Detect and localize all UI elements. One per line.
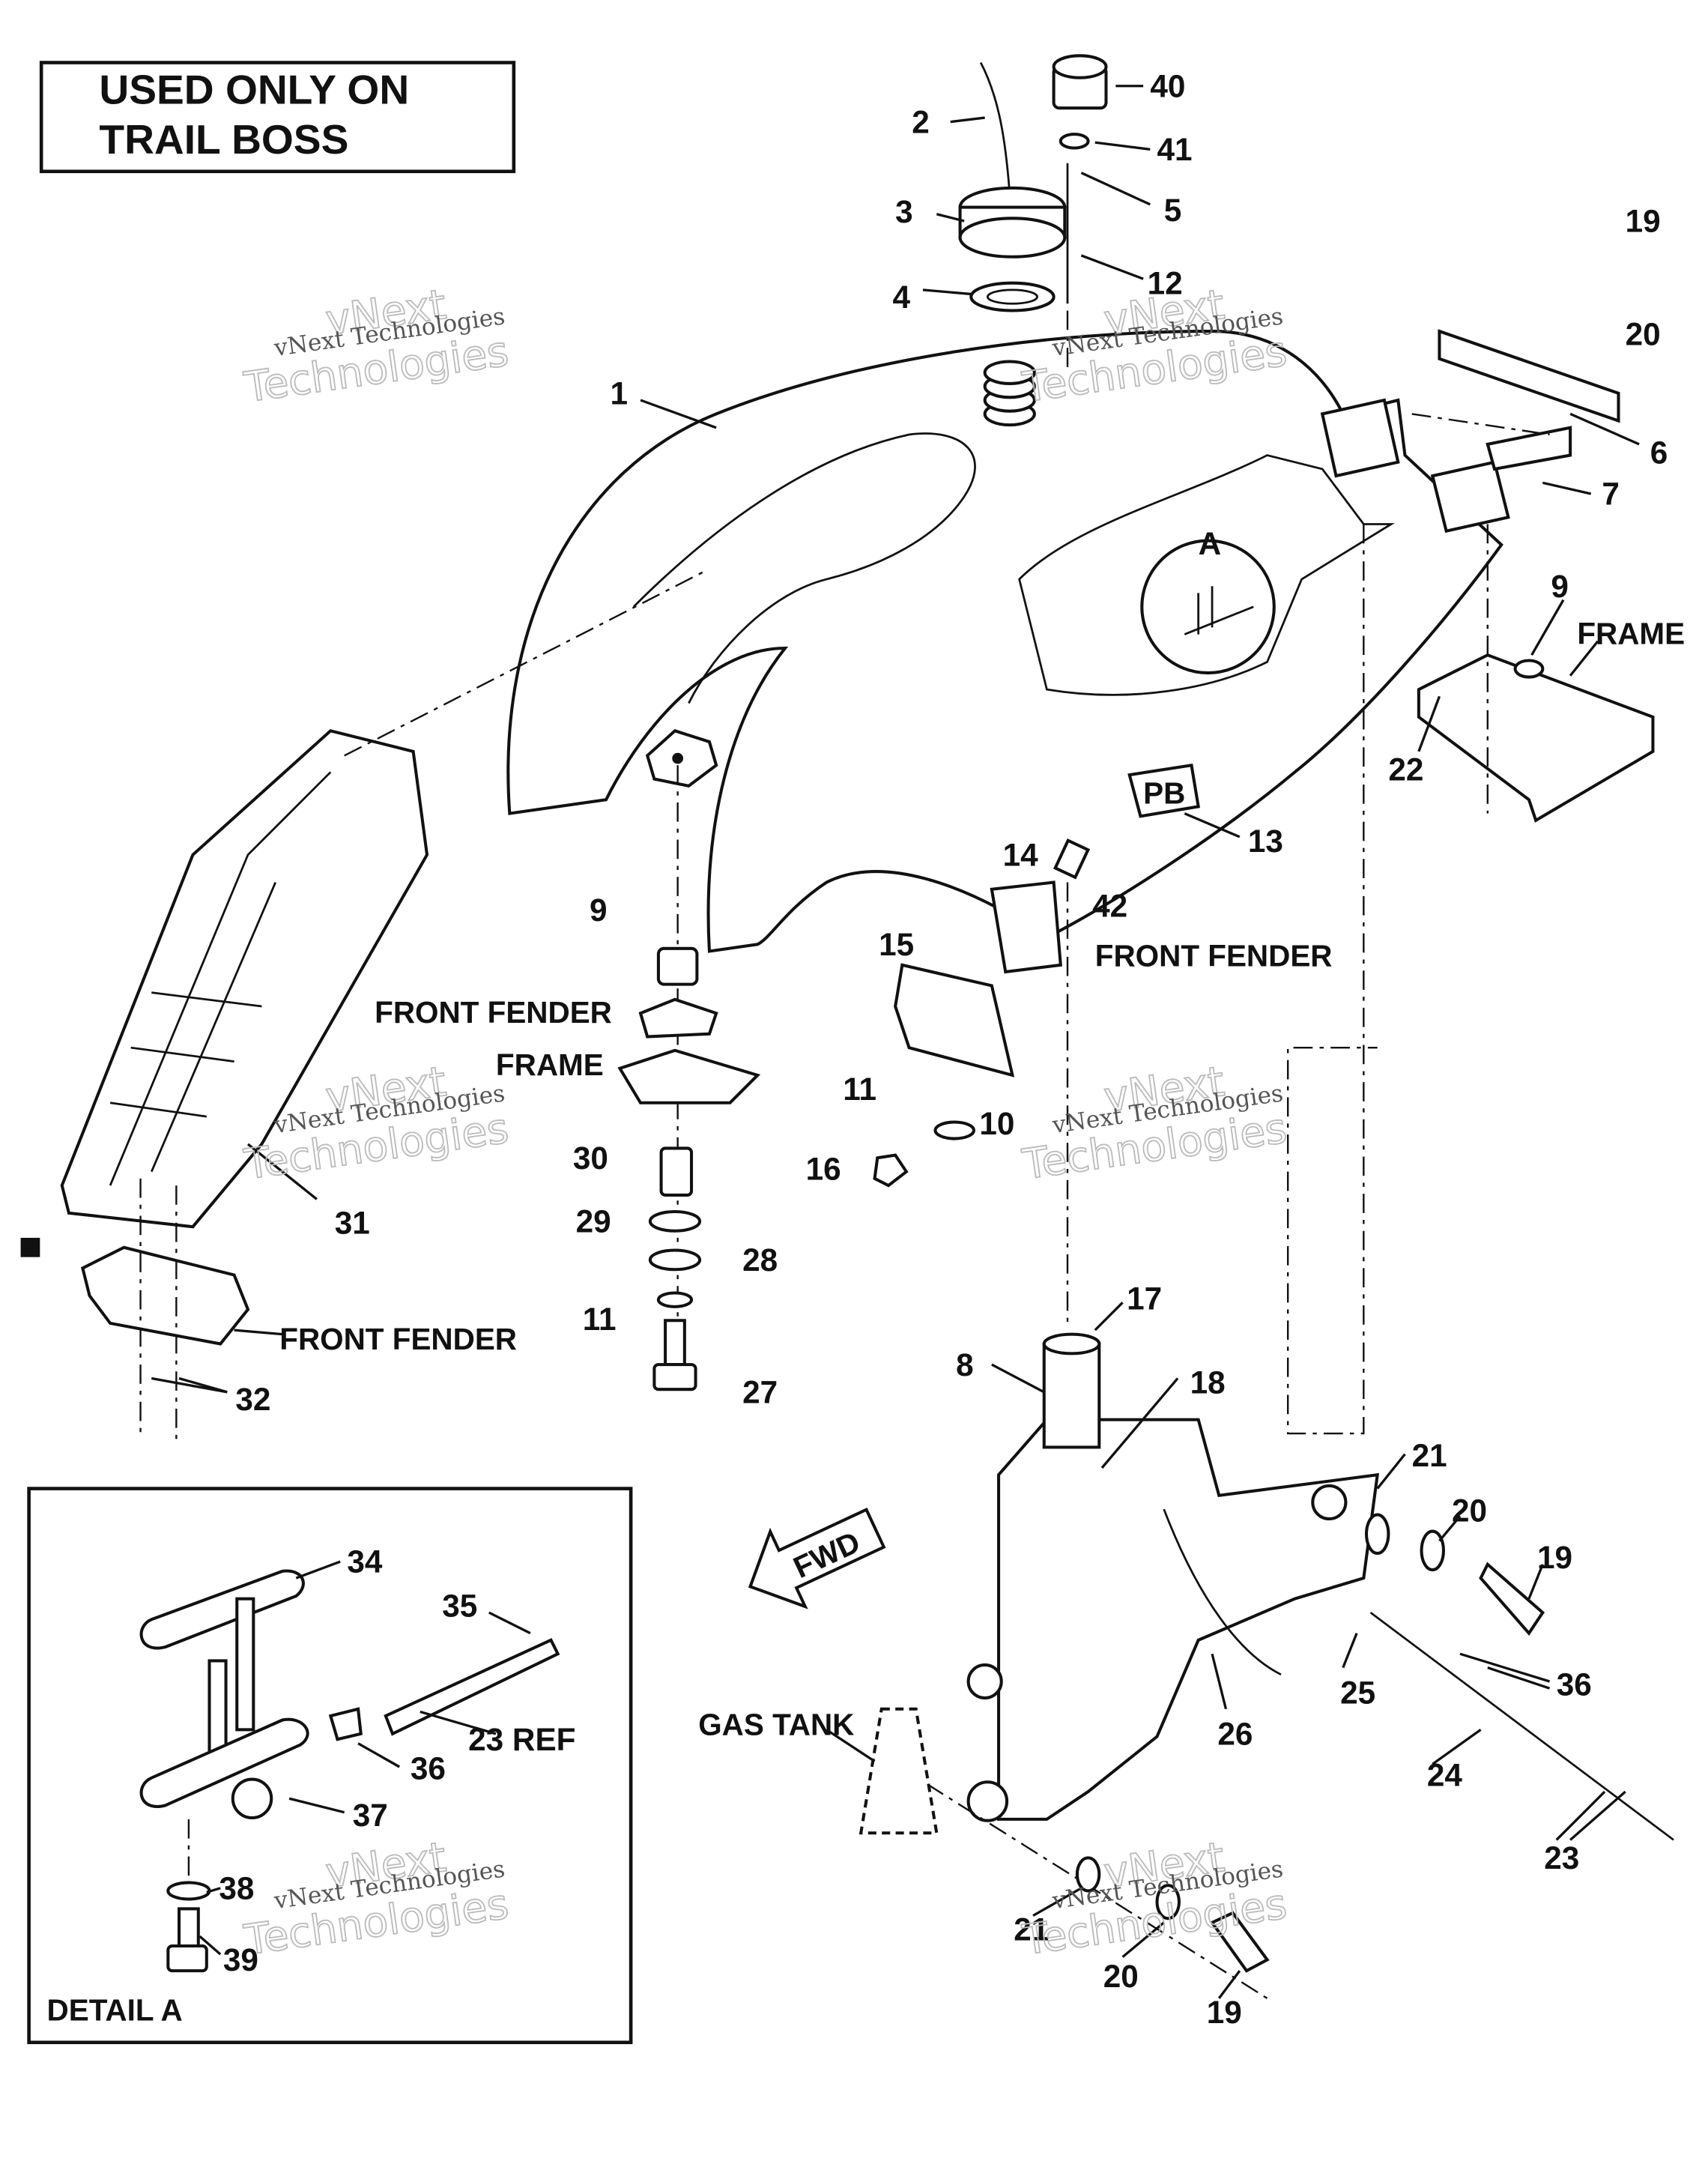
callout-13: 13 xyxy=(1248,823,1283,859)
callout-24: 24 xyxy=(1427,1758,1463,1793)
callout-11b: 11 xyxy=(583,1302,617,1337)
callout-11: 11 xyxy=(843,1072,876,1107)
callout-40: 40 xyxy=(1150,68,1185,103)
callout-9: 9 xyxy=(1551,569,1569,604)
callout-36: 36 xyxy=(1557,1666,1592,1702)
callout-42: 42 xyxy=(1092,889,1127,924)
callout-29: 29 xyxy=(576,1204,611,1239)
front-fender-label-right: FRONT FENDER xyxy=(1095,939,1333,973)
callout-21: 21 xyxy=(1412,1438,1447,1473)
callout-41: 41 xyxy=(1157,132,1193,167)
callout-21b: 21 xyxy=(1014,1912,1049,1947)
callout-20c: 20 xyxy=(1103,1959,1139,1994)
callout-19b: 19 xyxy=(1537,1540,1572,1575)
callout-1: 1 xyxy=(611,376,629,411)
front-fender-label-left: FRONT FENDER xyxy=(279,1322,517,1356)
callout-35: 35 xyxy=(442,1589,477,1624)
callout-7: 7 xyxy=(1602,477,1620,512)
front-fender-part: PB xyxy=(506,330,1503,953)
callout-34: 34 xyxy=(347,1544,383,1580)
callout-8: 8 xyxy=(956,1347,974,1382)
callout-17: 17 xyxy=(1127,1281,1162,1317)
callout-10: 10 xyxy=(979,1106,1014,1141)
callout-31: 31 xyxy=(335,1205,370,1240)
callout-19: 19 xyxy=(1626,204,1661,239)
callout-12: 12 xyxy=(1148,265,1183,300)
callout-27: 27 xyxy=(742,1375,778,1410)
detail-a-box xyxy=(27,1487,633,2045)
fender-bracket-part xyxy=(20,571,703,1441)
callout-25: 25 xyxy=(1340,1675,1375,1710)
mount-stack xyxy=(617,765,761,1391)
gas-tank-label: GAS TANK xyxy=(698,1708,854,1742)
frame-rails xyxy=(1286,329,1655,1435)
callout-16: 16 xyxy=(806,1152,841,1187)
callout-28: 28 xyxy=(742,1242,778,1278)
callout-15: 15 xyxy=(879,927,914,962)
oil-tank-part xyxy=(858,1332,1674,1999)
callout-18: 18 xyxy=(1190,1365,1226,1400)
callout-26: 26 xyxy=(1217,1717,1253,1752)
callout-38: 38 xyxy=(219,1871,254,1906)
frame-label-right: FRAME xyxy=(1577,616,1685,650)
front-fender-label-mid: FRONT FENDER xyxy=(375,995,612,1030)
callout-2: 2 xyxy=(912,104,930,139)
callout-20: 20 xyxy=(1626,316,1661,351)
frame-label-mid: FRAME xyxy=(496,1048,604,1082)
decal-text: PB xyxy=(1143,776,1185,811)
callout-9b: 9 xyxy=(590,892,608,928)
callout-A: A xyxy=(1199,526,1222,561)
fuel-cap-parts xyxy=(958,54,1108,373)
callout-14: 14 xyxy=(1003,837,1039,872)
title-line-1: USED ONLY ON xyxy=(99,67,409,113)
callout-6: 6 xyxy=(1650,435,1668,471)
callout-22: 22 xyxy=(1388,752,1423,787)
callout-23-ref: 23 REF xyxy=(468,1722,575,1757)
filler-neck xyxy=(983,360,1036,427)
callouts: 40 2 41 3 5 4 12 19 20 1 6 7 A 9 FRAME 2… xyxy=(47,68,1686,2030)
callout-3: 3 xyxy=(895,194,913,229)
callout-30: 30 xyxy=(573,1140,608,1176)
callout-20b: 20 xyxy=(1452,1493,1487,1529)
callout-4: 4 xyxy=(892,279,910,315)
callout-32: 32 xyxy=(235,1382,270,1417)
callout-23: 23 xyxy=(1544,1840,1579,1876)
detail-a-label: DETAIL A xyxy=(47,1992,183,2027)
fwd-arrow: FWD xyxy=(748,1507,886,1610)
callout-36b: 36 xyxy=(411,1751,446,1786)
title-box: USED ONLY ON TRAIL BOSS xyxy=(39,61,516,174)
fender-bracket-15 xyxy=(873,838,1091,1323)
title-line-2: TRAIL BOSS xyxy=(99,116,348,163)
callout-19c: 19 xyxy=(1207,1995,1242,2030)
callout-37: 37 xyxy=(353,1798,388,1833)
callout-5: 5 xyxy=(1164,193,1182,228)
leader-lines xyxy=(151,85,1640,1999)
callout-39: 39 xyxy=(223,1942,258,1977)
